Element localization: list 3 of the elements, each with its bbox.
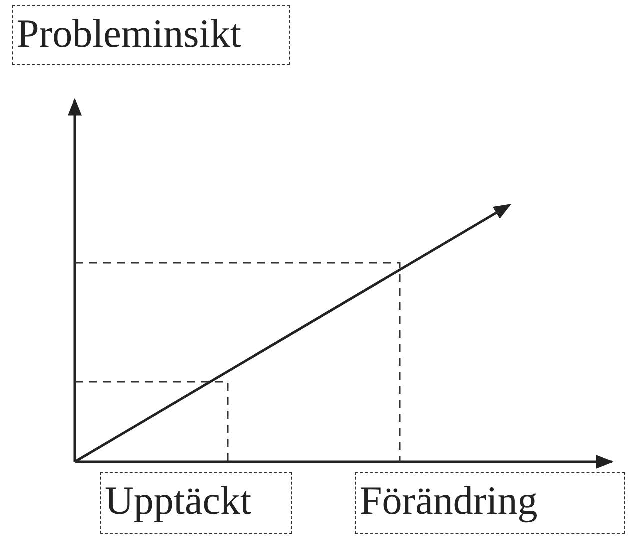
- axis-label: Upptäckt: [100, 472, 292, 534]
- axis-label: Probleminsikt: [12, 5, 290, 65]
- axis-label: Förändring: [355, 472, 625, 534]
